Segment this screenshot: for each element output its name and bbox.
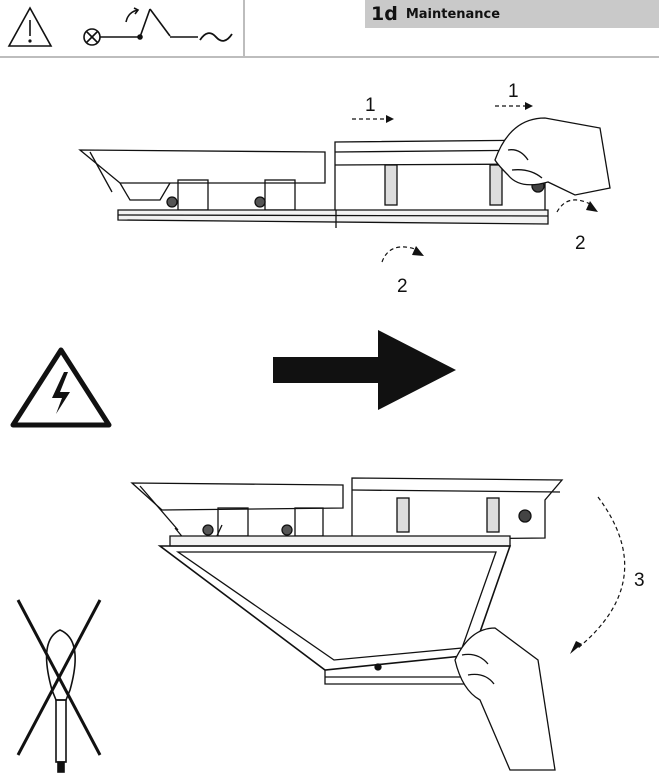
push-arrowhead-1a [386, 115, 394, 123]
step-label-2a: 2 [397, 276, 408, 297]
swing-arrowhead-3 [570, 641, 582, 654]
rotate-arrowhead-2a [412, 246, 424, 256]
luminaire-closed [78, 117, 611, 228]
header-symbols [7, 6, 233, 47]
swing-arrow-3 [577, 496, 626, 649]
section-number: 1d [371, 3, 398, 25]
switch-icon [100, 7, 198, 40]
rotate-arrow-2a [381, 246, 419, 263]
step-label-1a: 1 [365, 95, 376, 116]
ac-mains-icon [199, 32, 233, 42]
high-voltage-icon [10, 347, 112, 428]
no-screwdriver-icon [16, 599, 102, 773]
step-label-3: 3 [634, 570, 645, 591]
header-symbols-panel [0, 0, 245, 58]
warning-triangle-icon [7, 6, 53, 47]
step-label-2b: 2 [575, 233, 586, 254]
section-label: 1d Maintenance [365, 0, 659, 28]
rotate-arrow-2b [556, 199, 593, 213]
section-title: Maintenance [405, 6, 501, 22]
step-label-1b: 1 [508, 81, 519, 102]
rotate-arrowhead-2b [586, 201, 598, 212]
push-arrowhead-1b [525, 102, 533, 110]
luminaire-open [130, 477, 564, 771]
arrow-right-icon [273, 330, 456, 410]
header-title-panel [243, 0, 659, 58]
